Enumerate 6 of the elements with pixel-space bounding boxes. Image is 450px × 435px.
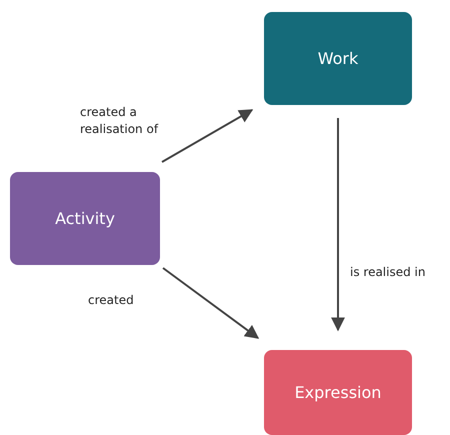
arrow [331,118,345,332]
entity-box: Work [264,12,412,105]
entity-box: Activity [10,172,160,265]
entity-box: Expression [264,350,412,435]
arrow [162,109,254,163]
arrow [162,267,260,339]
